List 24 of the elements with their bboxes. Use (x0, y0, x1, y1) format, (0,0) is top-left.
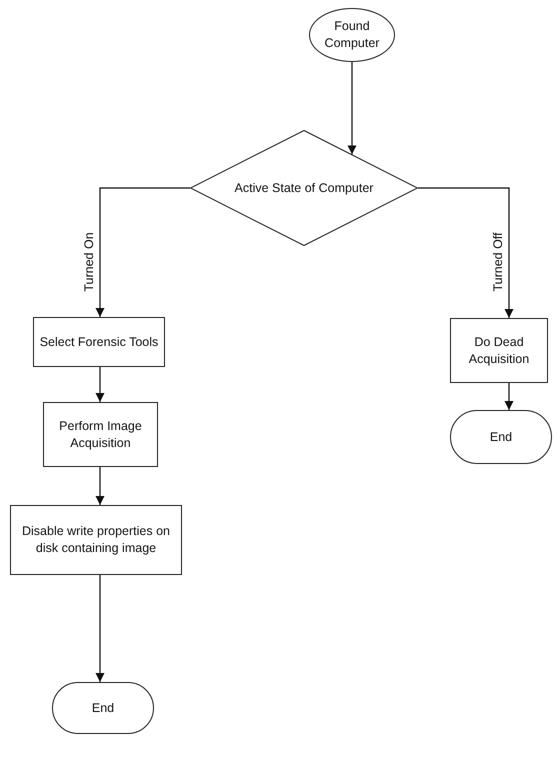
arrow (418, 187, 514, 318)
terminator-box (450, 410, 552, 464)
edge-label: Turned Off (491, 231, 505, 293)
node-label: Disable write properties on disk containing image (21, 523, 171, 557)
node-label: Found Computer (324, 18, 380, 52)
decision-diamond (190, 130, 418, 246)
arrow (96, 467, 104, 505)
arrow (504, 383, 514, 410)
node-label: End (488, 428, 514, 446)
process-box (450, 318, 548, 383)
node-label: Do Dead Acquisition (468, 334, 530, 368)
arrow (96, 187, 190, 317)
edge-label: Turned On (82, 231, 96, 293)
process-box (10, 505, 182, 575)
node-label: Perform Image Acquisition (58, 418, 143, 452)
arrow (96, 575, 104, 682)
process-box (33, 317, 165, 367)
arrow (348, 62, 356, 154)
process-box (43, 402, 158, 467)
node-label: Select Forensic Tools (38, 334, 160, 350)
node-label: End (90, 700, 116, 716)
node-label: Active State of Computer (234, 180, 374, 196)
arrow (96, 367, 104, 402)
terminator-box (52, 682, 154, 734)
